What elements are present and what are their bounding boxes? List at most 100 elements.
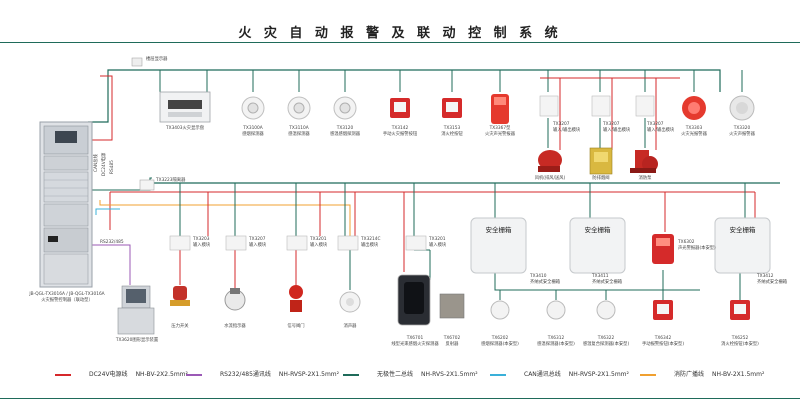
- legend-text: CAN通讯总线: [524, 371, 561, 378]
- hydrant-button-tx3153: [442, 98, 462, 118]
- valve-label: 信号阀门: [287, 324, 305, 329]
- legend-item: DC24V电源线 NH-BV-2X2.5mm²: [55, 369, 188, 378]
- bus-label-rs485: RS485: [110, 160, 115, 174]
- graphic-display-tx3620: [117, 285, 155, 335]
- smoke-detector-tx3100a: [241, 96, 265, 120]
- legend-text: 消防广播线: [674, 371, 705, 378]
- damper-label: 防排烟阀: [592, 176, 610, 181]
- bus-label-power: DC24V电源: [102, 152, 107, 176]
- sounder-device: [339, 291, 361, 313]
- input-module-tx3207: [225, 235, 247, 251]
- tx3223-label: TX3223隔离器: [156, 178, 186, 183]
- isolator-top: [131, 57, 143, 67]
- ex-combo-tx6322: [596, 300, 616, 320]
- legend-swatch: [186, 373, 202, 376]
- wire-ex: [494, 272, 700, 291]
- d-tx3367-label: TX3367型火灾声光警报器: [484, 126, 516, 137]
- flow-label: 水流指示器: [224, 324, 246, 329]
- legend-item: CAN通讯总线 NH-RVSP-2X1.5mm²: [490, 369, 629, 378]
- floor-display-label: TX3403火灾显示盘: [166, 126, 204, 131]
- floor-display-panel: [159, 91, 211, 123]
- ex-hydrant-tx6252: [730, 300, 750, 320]
- legend-cable: NH-RVSP-2X1.5mm²: [568, 371, 629, 378]
- legend-cable: NH-BV-2X1.5mm²: [712, 371, 765, 378]
- barrier-box-1: [470, 217, 527, 274]
- legend-swatch: [490, 373, 506, 376]
- flow-indicator: [224, 288, 246, 311]
- pump-device: [630, 150, 658, 173]
- ex-heat-tx6312: [546, 300, 566, 320]
- legend-swatch: [55, 373, 71, 376]
- heat-detector-tx3110a: [287, 96, 311, 120]
- legend-cable: NH-RVS-2X1.5mm²: [421, 371, 478, 378]
- io-module-tx3207-c: [635, 95, 655, 117]
- legend-text: DC24V电源线: [89, 371, 128, 378]
- rs232-label: RS232/485: [100, 240, 124, 245]
- signal-valve: [289, 285, 303, 312]
- wire-rs232: [80, 244, 131, 285]
- fire-alarm-control-panel: [39, 121, 93, 288]
- ex-alarm-tx6302: [652, 234, 674, 264]
- wire-power-top: [92, 75, 113, 141]
- output-module-tx3214c: [337, 235, 359, 251]
- fan-device: [538, 150, 562, 172]
- damper-device: [589, 147, 613, 175]
- title-divider: [0, 42, 800, 43]
- legend-cable: NH-RVSP-2X1.5mm²: [278, 371, 340, 378]
- legend-text: RS232/485通讯线: [220, 371, 271, 378]
- beam-detector-tx6701: [397, 274, 431, 326]
- legend-item: 消防广播线 NH-BV-2X1.5mm²: [640, 369, 764, 378]
- combo-detector-tx3120: [333, 96, 357, 120]
- sounder-tx3320: [729, 95, 755, 121]
- input-module-tx3201-a: [286, 235, 308, 251]
- strobe-siren-tx3367: [491, 94, 509, 124]
- box2-title: 安全栅箱: [584, 226, 611, 234]
- isolator-tx3223: [139, 179, 155, 191]
- ex-call-point-tx6342: [653, 300, 673, 320]
- bottom-divider: [0, 398, 800, 399]
- legend-cable: NH-BV-2X2.5mm²: [135, 371, 188, 378]
- wire-top-bus: [88, 69, 721, 123]
- monitor-label: TX3620图形显示装置: [115, 338, 159, 343]
- barrier-box-2: [569, 217, 626, 274]
- wire-can: [95, 208, 120, 215]
- ex-smoke-tx6202: [490, 300, 510, 320]
- input-module-tx3201-b: [405, 235, 427, 251]
- wire-broadcast: [99, 200, 351, 260]
- legend-swatch: [640, 373, 656, 376]
- barrier-box-3: [714, 217, 771, 274]
- bus-label-can: CAN总线: [94, 154, 99, 172]
- pump-label: 消防泵: [638, 176, 652, 181]
- display-top-label: 楼层显示器: [146, 57, 168, 62]
- box1-title: 安全栅箱: [485, 226, 512, 234]
- legend-swatch: [343, 373, 359, 376]
- reflector-tx6702: [439, 293, 465, 319]
- diagram-title: 火 灾 自 动 报 警 及 联 动 控 制 系 统: [238, 26, 562, 41]
- legend-item: RS232/485通讯线 NH-RVSP-2X1.5mm²: [186, 369, 339, 378]
